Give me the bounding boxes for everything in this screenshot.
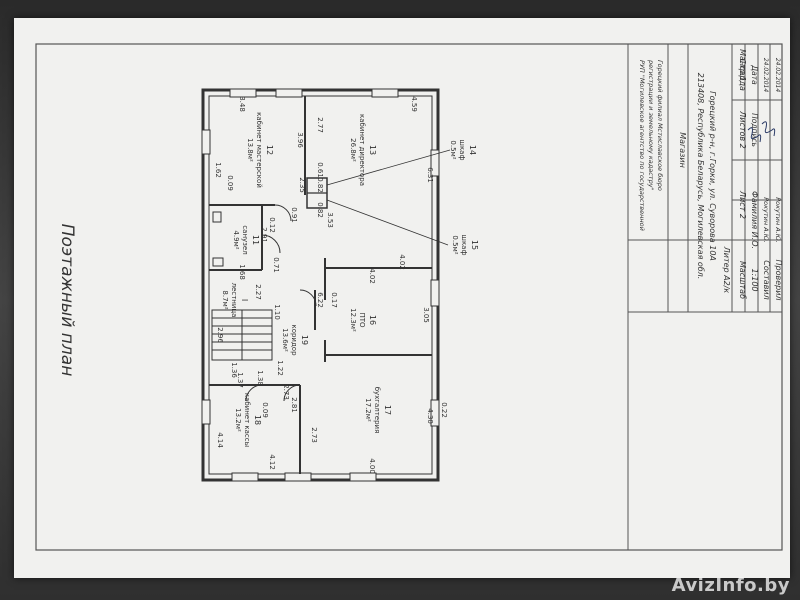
dimension-label: 3.53 [326,212,334,228]
dimension-label: 3.48 [238,96,246,112]
dimension-label: 1.37 [236,372,244,388]
stamp-checked-date: 24.02.2014 [774,58,781,93]
room-area: 8.7м² [221,290,229,309]
dimension-label: 2.96 [216,327,224,343]
stamp-composed-name: Рокутин А.Ю. [762,197,770,243]
room-number: 11 [251,235,260,245]
stamp-address-line2: Горецкий р-н, г.Горки, ул. Суворова 10А [708,91,717,261]
stamp-floor: Мансарда [738,49,747,91]
stamp-signature-label: Подпись [750,113,759,147]
room-number: I [240,299,249,301]
dimension-label: 1.38 [256,370,264,386]
room-number: 17 [383,405,392,415]
room-number: 14 [468,145,477,155]
dimension-label: 0.91 [290,207,298,223]
room-number: 15 [470,240,479,250]
stamp-checked-label: Проверил [774,259,783,300]
stamp-org-line3: Горецкий филиал Мстиславское бюро [656,60,664,191]
room-number: 12 [265,145,274,155]
stamp-address-line1: 213408, Республика Беларусь, Могилевская… [696,73,705,280]
stamp-sheets-label: Листов 2 [738,110,747,149]
stamp-scale-label: Масштаб [738,261,747,299]
stamp-scale-value: 1:100 [750,268,759,291]
room-area: 0.5м² [449,140,457,159]
room-area: 26.8м² [349,138,357,162]
dimension-label: 0.12 [268,217,276,233]
room-name: шкаф [458,140,466,161]
dimension-label: 1.68 [238,264,246,280]
dimension-label: 4.00 [368,458,376,474]
room-name: коридор [290,324,298,356]
dimension-label: 4.02 [398,254,406,270]
stamp-page-label: Стр.1 [738,59,747,82]
title-block [627,43,783,551]
dimension-label: 6.31 [426,167,434,183]
dimension-label: 2.91 [260,227,268,243]
dimension-label: 0.61 [316,162,324,178]
room-name: лестница [230,283,238,318]
page-title: Поэтажный план [57,224,77,377]
room-number: 19 [300,335,309,345]
room-name: кабинет кассы [243,393,251,447]
dimension-label: 3.96 [296,132,304,148]
stamp-litera: Литер А2/к [722,246,731,294]
room-area: 13.6м² [281,328,289,352]
room-area: 13.8м² [246,138,254,162]
room-name: ПТО [358,312,366,328]
dimension-label: 2.73 [282,384,290,400]
room-area: 17.2м² [364,398,372,422]
dimension-label: 6.22 [316,292,324,308]
dimension-label: 0.09 [261,402,269,418]
room-number: 16 [368,315,377,325]
staircase [211,309,273,361]
dimension-label: 4.12 [268,454,276,470]
dimension-label: 1.10 [273,304,281,320]
dimension-label: 2.81 [290,397,298,413]
room-name: кабинет директора [358,114,366,186]
stamp-sheet-label: Лист 2 [738,190,747,219]
floor-plan [201,88,451,482]
dimension-label: 4.59 [410,96,418,112]
room-name: бухгалтерия [373,387,381,434]
room-number: 13 [368,145,377,155]
dimension-label: 1.22 [276,360,284,376]
document-sheet [14,18,790,578]
room-area: 12.3м² [349,308,357,332]
dimension-label: 4.14 [216,432,224,448]
room-area: 0.5м² [451,235,459,254]
stamp-org-line1: РУП "Могилевское агентство по государств… [638,60,646,231]
stamp-composed-label: Составил [762,260,771,299]
room-name: шкаф [460,235,468,256]
dimension-label: 2.73 [310,427,318,443]
room-number: 18 [253,415,262,425]
dimension-label: 3.05 [422,307,430,323]
dimension-label: 0.22 [440,402,448,418]
room-area: 13.2м² [234,408,242,432]
dimension-label: 0.82 [316,177,324,193]
stamp-org-line2: регистрации и земельному кадастру" [647,59,655,191]
stamp-date-label: Дата [750,64,759,85]
dimension-label: 4.02 [368,268,376,284]
dimension-label: 4.30 [426,408,434,424]
room-name: санузел [241,225,249,254]
signature-scribbles [747,121,776,143]
stamp-composed-date: 24.02.2014 [762,58,769,93]
dimension-label: 1.36 [230,362,238,378]
room-name: кабинет мастерской [255,112,263,188]
dimension-label: 2.27 [254,284,262,300]
dimension-label: 2.35 [298,177,306,193]
dimension-label: 0.17 [330,292,338,308]
dimension-label: 0.71 [272,257,280,273]
dimension-label: 0.82 [316,202,324,218]
dimension-label: 0.09 [226,175,234,191]
stamp-checked-name: Рокутин А.Ю. [774,197,782,243]
watermark: AvizInfo.by [671,575,790,596]
stamp-fio-label: Фамилия И.О. [750,191,759,249]
dimension-label: 1.62 [214,162,222,178]
dimension-label: 2.77 [316,117,324,133]
room-area: 4.9м² [232,230,240,249]
stamp-object: Магазин [678,132,687,168]
